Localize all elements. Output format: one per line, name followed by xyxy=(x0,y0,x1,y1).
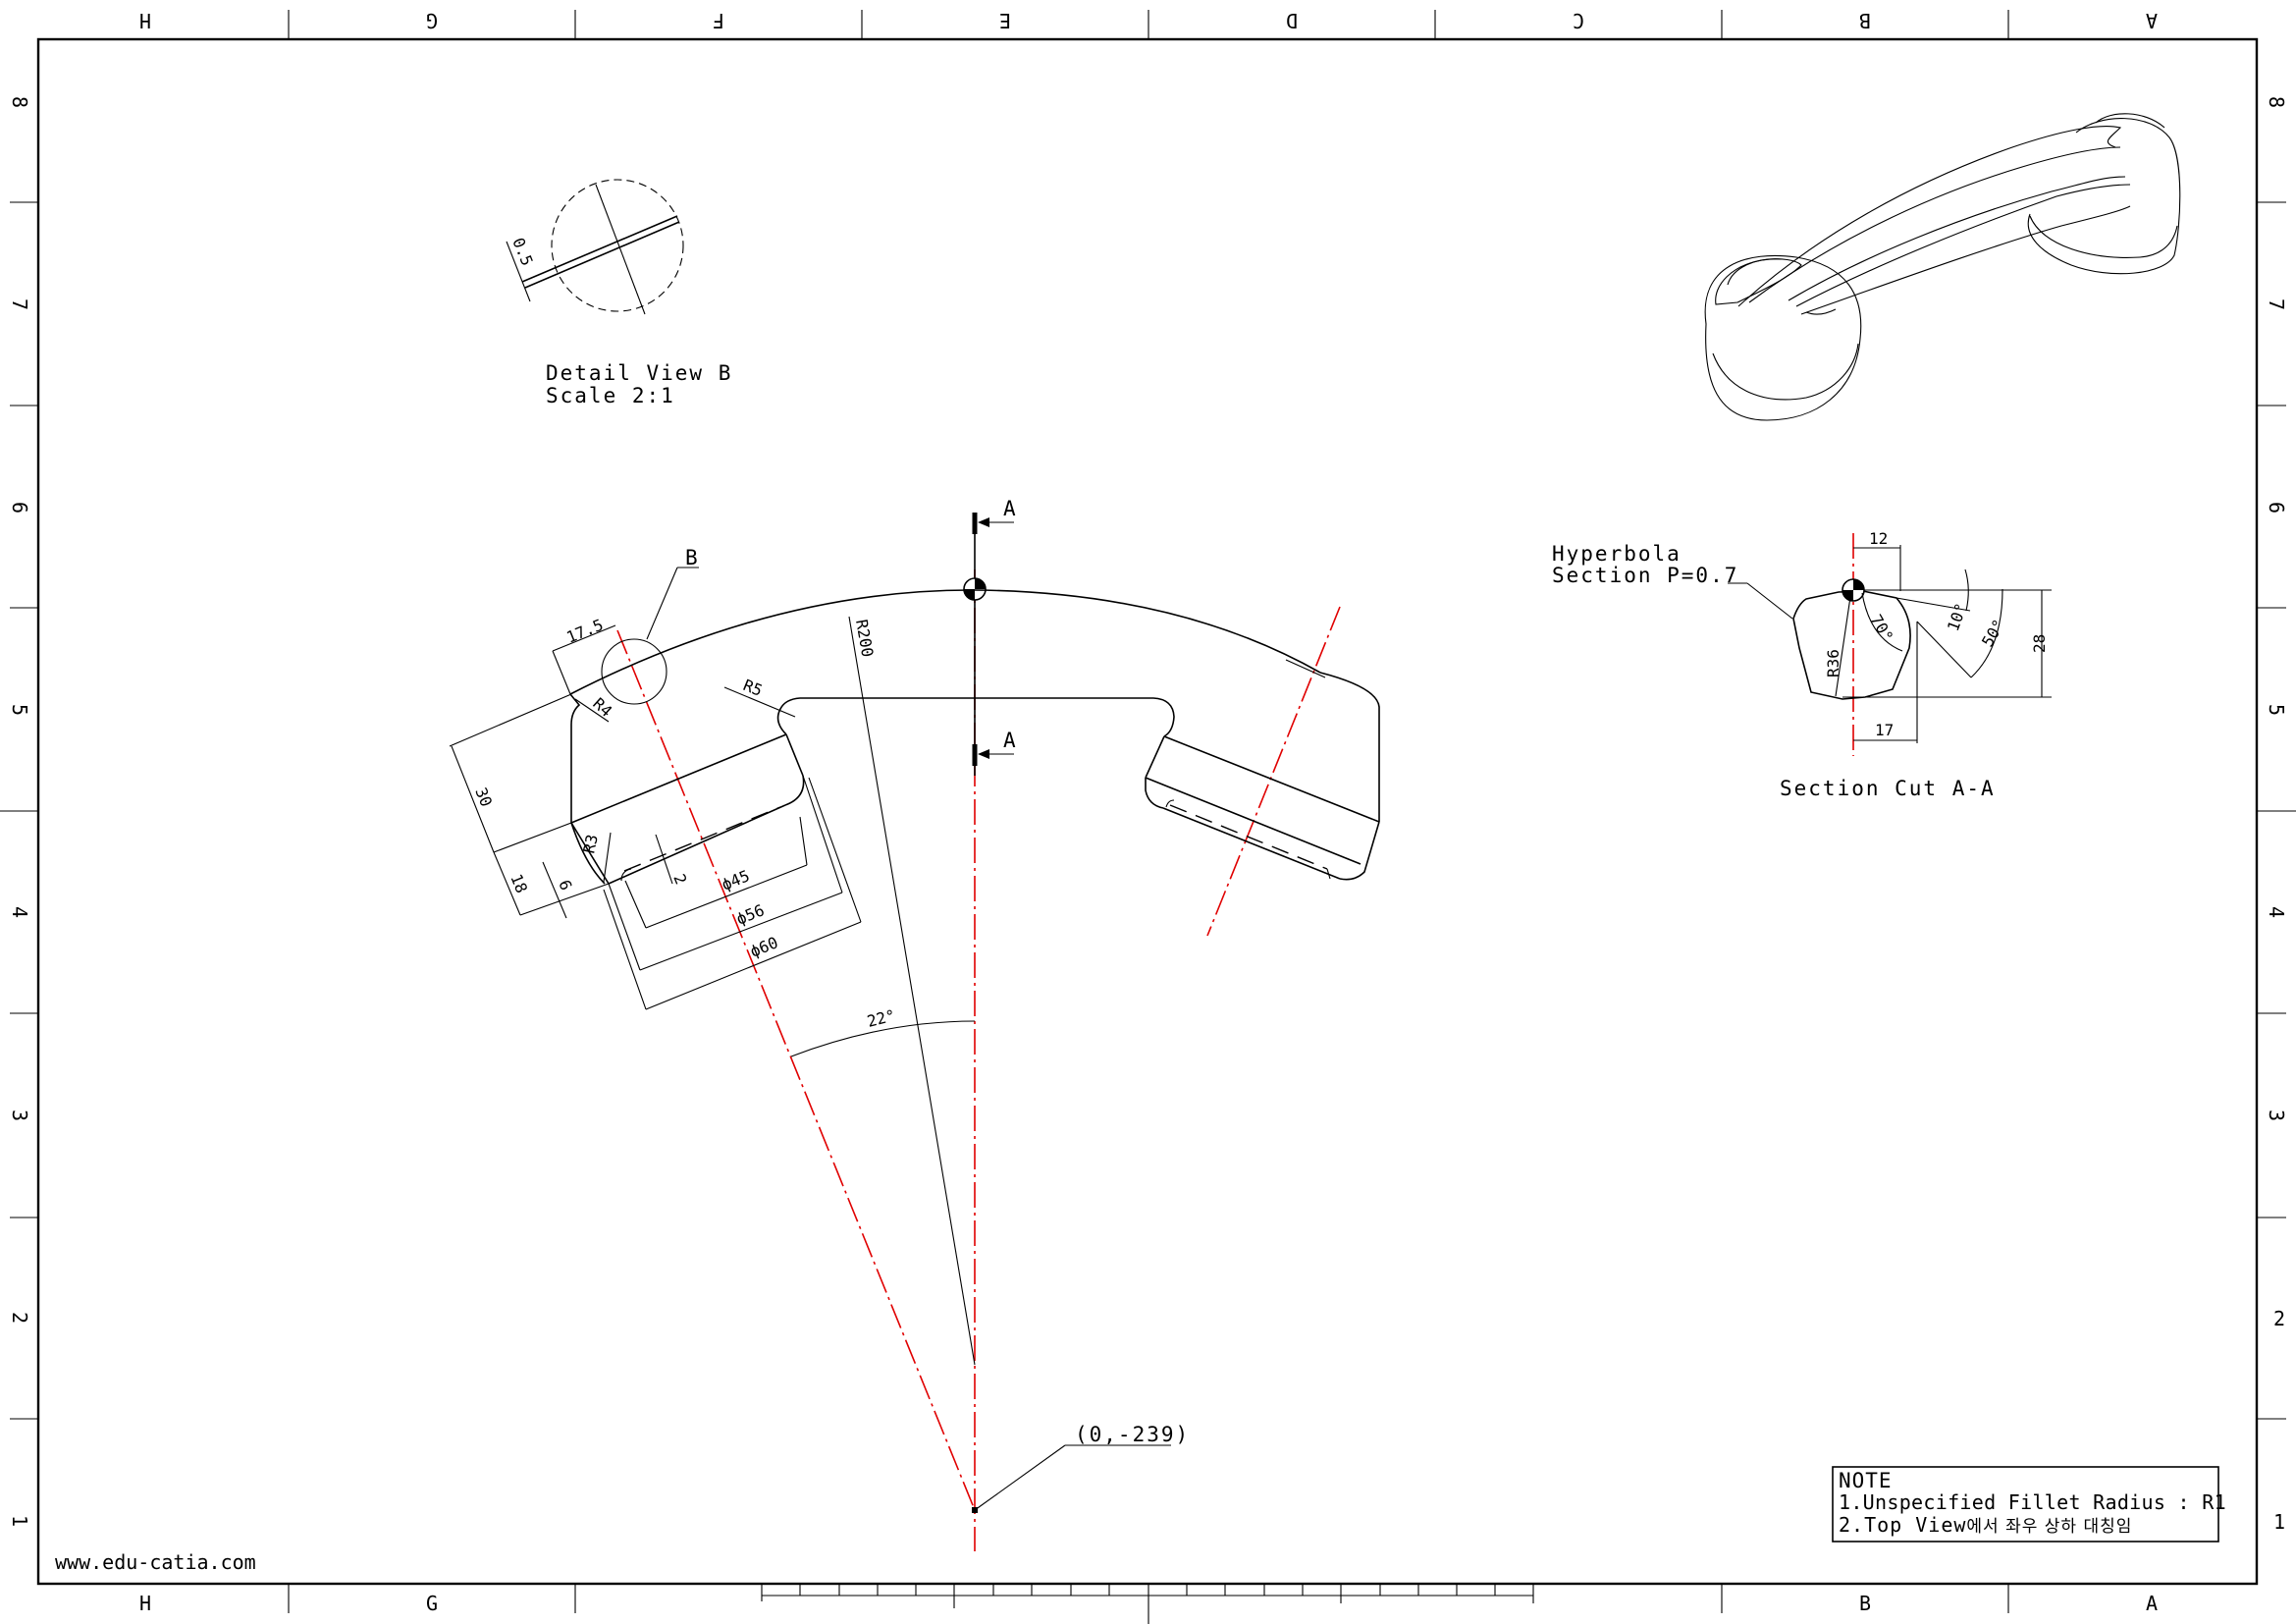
zone-left-3: 3 xyxy=(8,1110,31,1121)
dim-r5: R5 xyxy=(741,676,766,700)
right-axis-centerline xyxy=(1206,606,1341,937)
zone-left-8: 8 xyxy=(8,96,31,108)
hyperbola-label-line2: Section P=0.7 xyxy=(1552,564,1738,587)
zone-right-4: 4 xyxy=(2265,906,2288,918)
left-axis-centerline xyxy=(616,629,976,1511)
zone-left-6: 6 xyxy=(8,502,31,514)
sec-r36: R36 xyxy=(1824,649,1842,677)
zone-bottom-G: G xyxy=(426,1592,438,1615)
section-view-title: Section Cut A-A xyxy=(1780,777,1996,800)
zone-top-A: A xyxy=(2146,9,2158,32)
sec-dim-28: 28 xyxy=(2030,634,2049,653)
zone-bottom-H: H xyxy=(139,1592,151,1615)
detail-callout-b: B xyxy=(685,546,700,569)
dim-6: 6 xyxy=(555,877,575,893)
note-box: NOTE 1.Unspecified Fillet Radius : R1 2.… xyxy=(1832,1466,2226,1543)
sec-angle-50: 50° xyxy=(1978,616,2008,650)
zone-left-4: 4 xyxy=(8,906,31,918)
zone-left-5: 5 xyxy=(8,704,31,716)
note-line-2-prefix: 2.Top View xyxy=(1839,1513,1966,1537)
note-heading: NOTE xyxy=(1839,1469,1893,1492)
note-line-2-korean: 에서 좌우 상하 대칭임 xyxy=(1966,1517,2132,1537)
zone-labels-top: H G F E D C B A xyxy=(139,9,2158,32)
zone-right-7: 7 xyxy=(2265,298,2288,310)
sec-dim-12: 12 xyxy=(1869,529,1888,548)
dim-phi45: ϕ45 xyxy=(719,866,752,893)
origin-label: (0,-239) xyxy=(1075,1423,1190,1446)
zone-bottom-A: A xyxy=(2146,1592,2158,1615)
zone-labels-bottom: H G B A xyxy=(139,1592,2158,1615)
detail-view-title: Detail View B xyxy=(546,361,732,385)
isometric-handset-view xyxy=(1704,113,2181,421)
dim-phi56: ϕ56 xyxy=(733,900,767,928)
zone-left-2: 2 xyxy=(8,1312,31,1324)
zone-right-5: 5 xyxy=(2265,704,2288,716)
zone-right-6: 6 xyxy=(2265,502,2288,514)
zone-top-B: B xyxy=(1859,9,1871,32)
dim-2: 2 xyxy=(669,871,690,887)
zone-labels-right: 8 7 6 5 4 3 2 1 xyxy=(2265,96,2288,1534)
zone-left-7: 7 xyxy=(8,298,31,310)
zone-right-2: 2 xyxy=(2273,1307,2285,1330)
dim-r200: R200 xyxy=(852,618,877,658)
zone-bottom-B: B xyxy=(1859,1592,1871,1615)
zone-labels-left: 8 7 6 5 4 3 2 1 xyxy=(8,96,31,1527)
zone-top-E: E xyxy=(999,9,1011,32)
origin-symbol xyxy=(963,577,987,601)
section-marker-bottom: A xyxy=(1003,729,1018,752)
detail-dim-thickness: 0.5 xyxy=(508,235,536,268)
note-line-1: 1.Unspecified Fillet Radius : R1 xyxy=(1839,1490,2226,1514)
dim-angle-22: 22° xyxy=(865,1005,897,1030)
dim-r4: R4 xyxy=(589,694,615,721)
sec-angle-70: 70° xyxy=(1867,612,1897,646)
zone-right-3: 3 xyxy=(2265,1110,2288,1121)
zone-left-1: 1 xyxy=(8,1515,31,1527)
zone-top-H: H xyxy=(139,9,151,32)
main-top-view: A A R20 xyxy=(449,497,1380,1551)
dim-r3: R3 xyxy=(579,833,602,855)
watermark: www.edu-catia.com xyxy=(55,1550,256,1574)
section-marker-top: A xyxy=(1003,497,1018,520)
detail-view-scale: Scale 2:1 xyxy=(546,384,675,407)
hyperbola-label-line1: Hyperbola xyxy=(1552,542,1682,566)
section-cut-a-a: 12 17 28 70° 10° 50° R36 Hyperbola Secti… xyxy=(1552,529,2052,800)
dim-17-5: 17.5 xyxy=(563,616,606,647)
zone-right-1: 1 xyxy=(2273,1510,2285,1534)
sec-angle-10: 10° xyxy=(1944,601,1971,634)
zone-top-D: D xyxy=(1286,9,1298,32)
note-line-2: 2.Top View에서 좌우 상하 대칭임 xyxy=(1839,1513,2132,1537)
zone-top-C: C xyxy=(1573,9,1584,32)
sec-dim-17: 17 xyxy=(1875,721,1894,739)
zone-top-F: F xyxy=(713,9,724,32)
scale-ruler xyxy=(761,1584,1534,1608)
sheet-frame xyxy=(0,10,2296,1624)
detail-view-b: 0.5 Detail View B Scale 2:1 xyxy=(506,179,732,407)
zone-right-8: 8 xyxy=(2265,96,2288,108)
zone-top-G: G xyxy=(426,9,438,32)
